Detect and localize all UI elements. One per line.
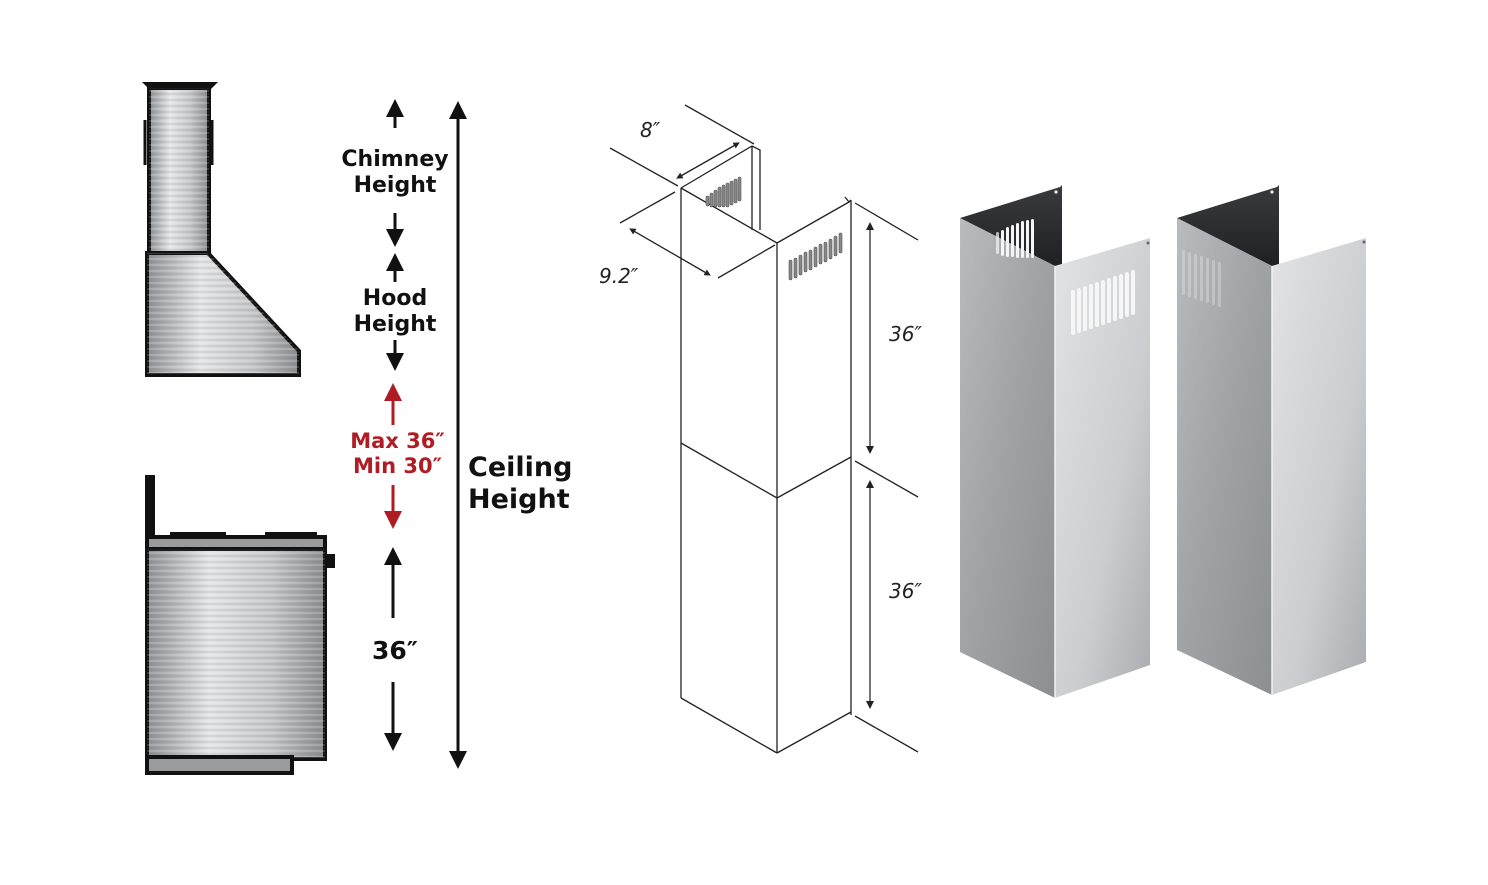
clearance-max: Max 36″ bbox=[350, 429, 445, 453]
vent-slots-back bbox=[705, 176, 742, 208]
hood-label-line1: Hood bbox=[362, 286, 428, 311]
upper-section-dimension-label: 36″ bbox=[889, 322, 922, 346]
hood-label-line2: Height bbox=[353, 312, 437, 337]
dimension-lines bbox=[609, 104, 919, 753]
width-dimension-label: 9.2″ bbox=[599, 264, 639, 288]
ceiling-label-line1: Ceiling bbox=[468, 452, 573, 483]
ceiling-label-line2: Height bbox=[468, 484, 570, 515]
lower-section-dimension-label: 36″ bbox=[889, 579, 922, 603]
vent-slots-front bbox=[788, 232, 843, 281]
vent-slots-reflection bbox=[1182, 250, 1221, 307]
chimney-label-line1: Chimney bbox=[341, 147, 449, 172]
hood-height-label: Hood Height bbox=[335, 286, 455, 338]
chimney-photo-1 bbox=[960, 185, 1150, 698]
clearance-min: Min 30″ bbox=[353, 454, 442, 478]
chimney-height-label: Chimney Height bbox=[335, 147, 455, 199]
chimney-line-drawing bbox=[680, 145, 852, 754]
clearance-label: Max 36″ Min 30″ bbox=[340, 429, 455, 479]
range-cabinet-illustration bbox=[145, 475, 335, 775]
chimney-label-line2: Height bbox=[353, 173, 437, 198]
depth-dimension-label: 8″ bbox=[640, 118, 661, 142]
ceiling-height-label: Ceiling Height bbox=[468, 452, 588, 516]
range-hood-illustration bbox=[142, 82, 301, 377]
counter-height-label: 36″ bbox=[372, 636, 418, 665]
chimney-photo-2 bbox=[1177, 185, 1366, 695]
vent-slots bbox=[996, 219, 1135, 335]
